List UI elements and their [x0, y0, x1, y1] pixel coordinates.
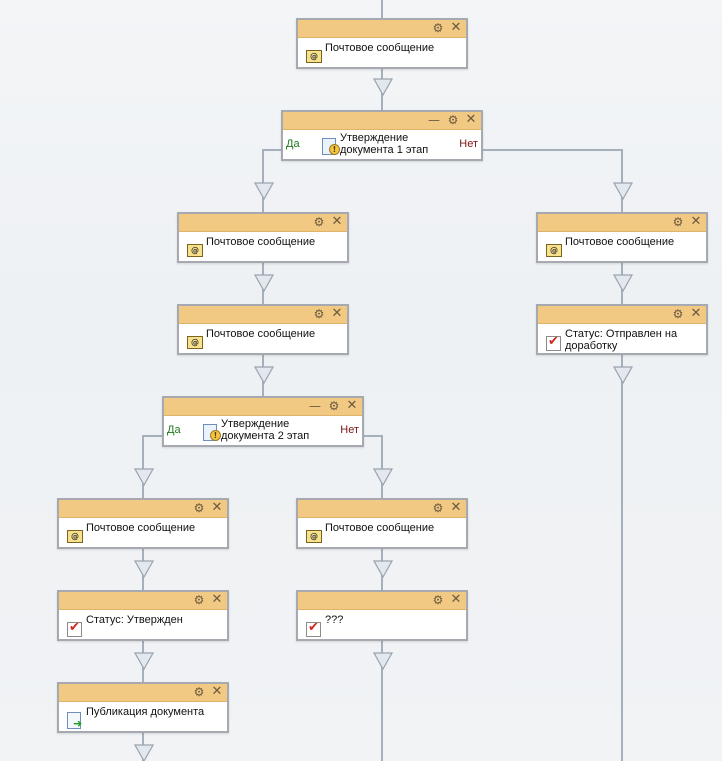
status-unknown-block[interactable]: ⚙ ✕ ??? — [296, 590, 468, 641]
mail-icon: @ — [67, 530, 83, 543]
gear-icon[interactable]: ⚙ — [447, 113, 459, 127]
block-header[interactable]: ⚙ ✕ — [59, 592, 227, 610]
mail-icon: @ — [187, 336, 203, 349]
status-check-icon — [306, 620, 321, 637]
publish-document-block[interactable]: ⚙ ✕ Публикация документа — [57, 682, 229, 733]
mail-message-block[interactable]: ⚙ ✕ @ Почтовое сообщение — [296, 18, 468, 69]
block-title: Почтовое сообщение — [565, 236, 675, 248]
connector-arrow — [613, 366, 633, 384]
block-header[interactable]: ⚙ ✕ — [298, 500, 466, 518]
gear-icon[interactable]: ⚙ — [313, 215, 325, 229]
block-header[interactable]: ⚙ ✕ — [179, 306, 347, 324]
connector-arrow — [254, 182, 274, 200]
block-title: Публикация документа — [86, 706, 205, 718]
minimize-icon[interactable]: — — [428, 113, 440, 127]
block-title: Почтовое сообщение — [86, 522, 196, 534]
gear-icon[interactable]: ⚙ — [432, 501, 444, 515]
block-header[interactable]: ⚙ ✕ — [538, 214, 706, 232]
block-title-line2: документа 1 этап — [340, 144, 429, 156]
block-header[interactable]: ⚙ ✕ — [298, 20, 466, 38]
close-icon[interactable]: ✕ — [450, 592, 462, 607]
status-check-icon — [67, 620, 82, 637]
approval-icon — [322, 138, 340, 155]
gear-icon[interactable]: ⚙ — [193, 593, 205, 607]
close-icon[interactable]: ✕ — [211, 684, 223, 699]
gear-icon[interactable]: ⚙ — [672, 215, 684, 229]
connector-arrow — [134, 744, 154, 761]
status-revision-block[interactable]: ⚙ ✕ Статус: Отправлен на доработку — [536, 304, 708, 355]
connector-arrow — [134, 560, 154, 578]
block-header[interactable]: ⚙ ✕ — [538, 306, 706, 324]
gear-icon[interactable]: ⚙ — [672, 307, 684, 321]
close-icon[interactable]: ✕ — [331, 214, 343, 229]
branch-yes-label[interactable]: Да — [286, 138, 300, 150]
gear-icon[interactable]: ⚙ — [432, 593, 444, 607]
connector-arrow — [254, 274, 274, 292]
close-icon[interactable]: ✕ — [450, 20, 462, 35]
block-header[interactable]: ⚙ ✕ — [298, 592, 466, 610]
block-header[interactable]: ⚙ ✕ — [59, 500, 227, 518]
branch-no-label[interactable]: Нет — [340, 424, 359, 436]
block-title: Почтовое сообщение — [325, 522, 435, 534]
connector-arrow — [373, 78, 393, 96]
connector-arrow — [613, 182, 633, 200]
minimize-icon[interactable]: — — [309, 399, 321, 413]
gear-icon[interactable]: ⚙ — [432, 21, 444, 35]
block-header[interactable]: ⚙ ✕ — [59, 684, 227, 702]
mail-icon: @ — [546, 244, 562, 257]
close-icon[interactable]: ✕ — [690, 306, 702, 321]
mail-icon: @ — [187, 244, 203, 257]
block-title-line2: доработку — [565, 340, 618, 352]
approval-stage-1-block[interactable]: — ⚙ ✕ Да Утверждение документа 1 этап Не… — [281, 110, 483, 161]
status-check-icon — [546, 334, 561, 351]
block-header[interactable]: ⚙ ✕ — [179, 214, 347, 232]
block-header[interactable]: — ⚙ ✕ — [283, 112, 481, 130]
mail-message-block[interactable]: ⚙ ✕ @ Почтовое сообщение — [296, 498, 468, 549]
block-header[interactable]: — ⚙ ✕ — [164, 398, 362, 416]
block-title: Почтовое сообщение — [206, 236, 316, 248]
gear-icon[interactable]: ⚙ — [328, 399, 340, 413]
gear-icon[interactable]: ⚙ — [193, 685, 205, 699]
connector-arrow — [254, 366, 274, 384]
mail-icon: @ — [306, 50, 322, 63]
block-title-line1: Утверждение — [340, 132, 409, 144]
branch-yes-label[interactable]: Да — [167, 424, 181, 436]
mail-message-block[interactable]: ⚙ ✕ @ Почтовое сообщение — [57, 498, 229, 549]
close-icon[interactable]: ✕ — [346, 398, 358, 413]
block-title: Почтовое сообщение — [206, 328, 316, 340]
mail-icon: @ — [306, 530, 322, 543]
branch-no-label[interactable]: Нет — [459, 138, 478, 150]
mail-message-block[interactable]: ⚙ ✕ @ Почтовое сообщение — [177, 212, 349, 263]
close-icon[interactable]: ✕ — [690, 214, 702, 229]
block-title-line1: Утверждение — [221, 418, 290, 430]
close-icon[interactable]: ✕ — [450, 500, 462, 515]
block-title: Статус: Утвержден — [86, 614, 183, 626]
close-icon[interactable]: ✕ — [211, 500, 223, 515]
status-approved-block[interactable]: ⚙ ✕ Статус: Утвержден — [57, 590, 229, 641]
mail-message-block[interactable]: ⚙ ✕ @ Почтовое сообщение — [536, 212, 708, 263]
close-icon[interactable]: ✕ — [211, 592, 223, 607]
block-title: Почтовое сообщение — [325, 42, 435, 54]
connector-arrow — [613, 274, 633, 292]
block-title: ??? — [325, 614, 344, 626]
gear-icon[interactable]: ⚙ — [313, 307, 325, 321]
block-title-line1: Статус: Отправлен на — [565, 328, 678, 340]
connector-arrow — [373, 652, 393, 670]
connector-arrow — [134, 652, 154, 670]
block-title-line2: документа 2 этап — [221, 430, 310, 442]
connector-arrow — [373, 468, 393, 486]
approval-icon — [203, 424, 221, 441]
gear-icon[interactable]: ⚙ — [193, 501, 205, 515]
mail-message-block[interactable]: ⚙ ✕ @ Почтовое сообщение — [177, 304, 349, 355]
close-icon[interactable]: ✕ — [331, 306, 343, 321]
publish-icon — [67, 712, 82, 730]
connector-arrow — [373, 560, 393, 578]
connector-arrow — [134, 468, 154, 486]
approval-stage-2-block[interactable]: — ⚙ ✕ Да Утверждение документа 2 этап Не… — [162, 396, 364, 447]
close-icon[interactable]: ✕ — [465, 112, 477, 127]
